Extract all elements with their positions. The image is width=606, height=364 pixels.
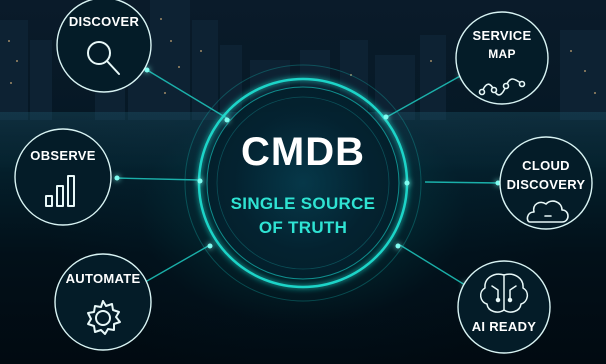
cloud-discovery-label-line2: DISCOVERY <box>506 177 586 192</box>
magnifier-icon <box>87 41 120 75</box>
automate-label: AUTOMATE <box>65 271 141 286</box>
observe-label: OBSERVE <box>30 148 96 163</box>
node-cloud-discovery <box>499 136 593 230</box>
service-map-label-line1: SERVICE <box>472 28 532 43</box>
discover-label: DISCOVER <box>68 14 140 29</box>
hub-subtitle-line1: SINGLE SOURCE <box>230 194 376 213</box>
hub-inner-ring <box>216 96 390 270</box>
node-service-map <box>455 11 549 105</box>
hub-subtitle: SINGLE SOURCE OF TRUTH <box>203 192 403 240</box>
cloud-icon <box>526 200 569 223</box>
service-map-icon <box>478 78 526 96</box>
connector-lines <box>114 69 501 286</box>
bar-chart-icon <box>45 175 75 207</box>
brain-icon <box>479 273 529 313</box>
cloud-discovery-label-line1: CLOUD <box>522 158 570 173</box>
hub-circle <box>206 86 400 280</box>
node-observe <box>14 128 112 226</box>
ai-ready-label: AI READY <box>471 319 537 334</box>
node-discover <box>56 0 152 93</box>
gear-icon <box>87 300 121 335</box>
hub-subtitle-line2: OF TRUTH <box>258 218 348 237</box>
hub-title: CMDB <box>241 130 365 174</box>
outer-ring-faint <box>184 64 422 302</box>
service-map-label-line2: MAP <box>488 47 516 61</box>
